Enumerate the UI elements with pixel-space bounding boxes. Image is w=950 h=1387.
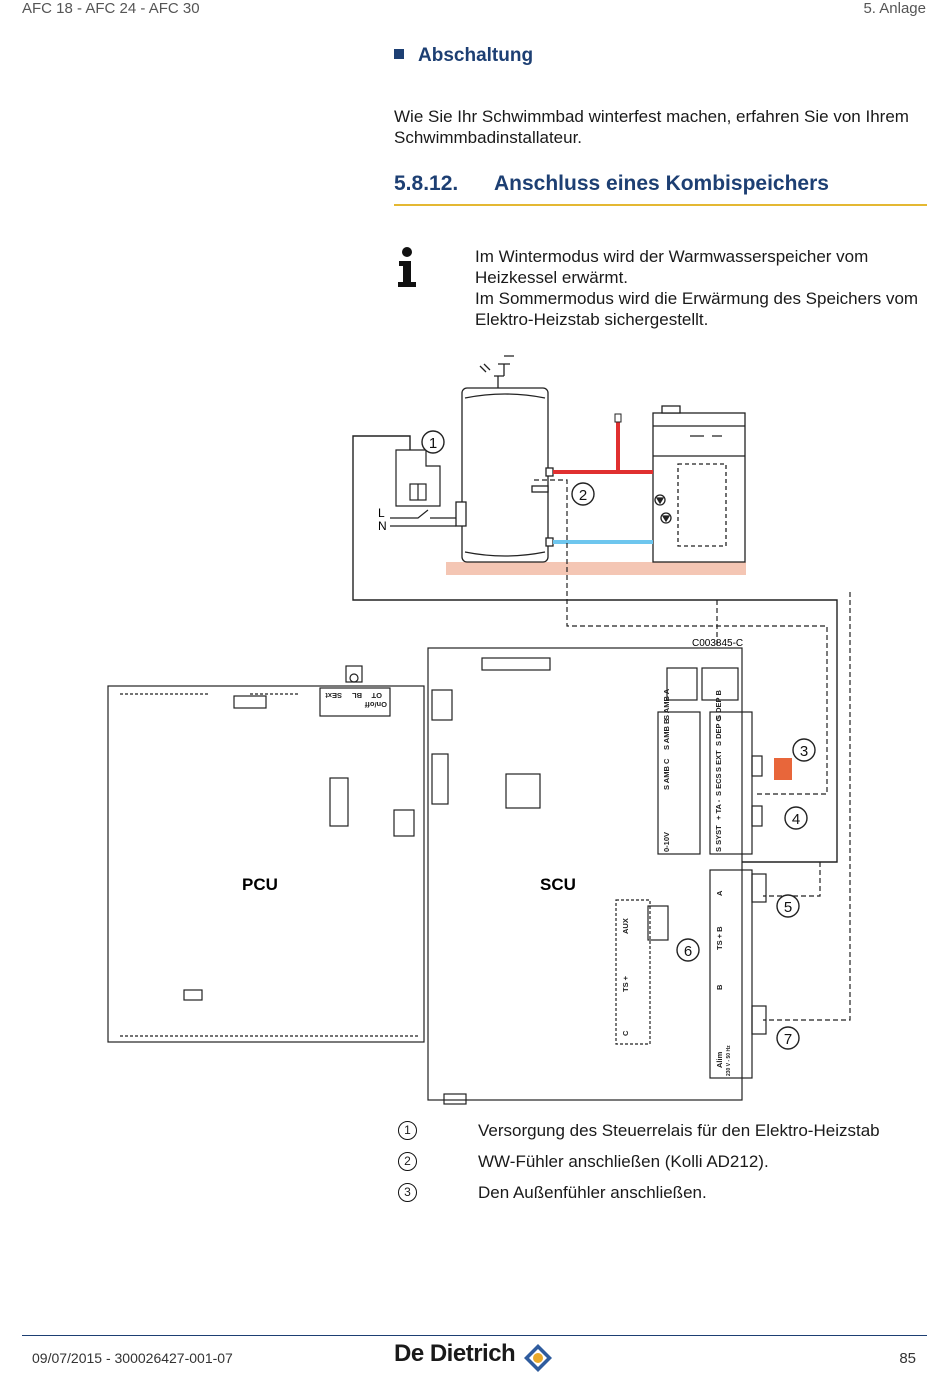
floor	[446, 562, 746, 575]
section-title: Abschaltung	[418, 45, 534, 66]
diagram-code: C003845-C	[692, 638, 743, 649]
footer-brand: De Dietrich	[394, 1340, 516, 1367]
callout-2	[571, 482, 595, 506]
terminal-ts-b: TS + B	[715, 926, 724, 950]
callout-3-label: 3	[800, 743, 808, 760]
header-document-title: AFC 18 - AFC 24 - AFC 30	[22, 0, 200, 17]
callout-5-label: 5	[784, 899, 792, 916]
boiler	[652, 405, 746, 563]
callout-3	[792, 738, 816, 762]
terminal-s-amb-b: S AMB B	[662, 718, 671, 750]
brand-logo-icon	[524, 1344, 552, 1372]
terminal-alim-voltage: 230 V - 50 Hz	[726, 1045, 732, 1076]
callout-6	[676, 938, 700, 962]
wiring-diagram: L N C003845-C PCU	[107, 355, 851, 1105]
terminal-ot: OT	[371, 691, 382, 700]
terminal-s-ecs: S ECS	[714, 773, 723, 796]
terminal-ta: + TA -	[714, 799, 723, 820]
terminal-s-dep-c: S DEP C	[714, 716, 723, 746]
callout-2-label: 2	[579, 487, 587, 504]
legend-text: Versorgung des Steuerrelais für den Elek…	[478, 1121, 880, 1140]
combi-tank	[455, 355, 554, 563]
subsection-title: Anschluss eines Kombispeichers	[494, 172, 829, 195]
footer-rule	[22, 1335, 927, 1336]
terminal-b-mixer: B	[715, 984, 724, 990]
info-line: Heizkessel erwärmt.	[475, 268, 629, 287]
subsection-rule	[394, 204, 927, 206]
section-heading: Abschaltung	[394, 45, 533, 67]
terminal-s-amb-a: S AMB A	[662, 688, 671, 720]
terminal-s-syst: S SYST	[714, 825, 723, 852]
terminal-aux: AUX	[621, 918, 630, 934]
footer-page-number: 85	[899, 1350, 916, 1367]
pcu-label: PCU	[242, 875, 278, 894]
legend-number: 1	[398, 1121, 417, 1140]
callout-5	[776, 894, 800, 918]
square-bullet-icon	[394, 49, 404, 59]
callout-7-label: 7	[784, 1031, 792, 1048]
legend-number: 3	[398, 1183, 417, 1202]
scu-board	[427, 647, 767, 1105]
section-text: Wie Sie Ihr Schwimmbad winterfest machen…	[394, 107, 909, 147]
legend-number: 2	[398, 1152, 417, 1171]
header-chapter: 5. Anlage	[863, 0, 926, 17]
pcu-board	[107, 665, 425, 1043]
terminal-0-10v: 0-10V	[662, 832, 671, 852]
legend-text: Den Außenfühler anschließen.	[478, 1183, 707, 1202]
terminal-alim: Alim	[715, 1051, 724, 1068]
control-relay	[390, 449, 456, 527]
terminal-sext: SExt	[325, 691, 342, 700]
footer-date-reference: 09/07/2015 - 300026427-001-07	[32, 1350, 233, 1366]
legend-text: WW-Fühler anschließen (Kolli AD212).	[478, 1152, 769, 1171]
info-line: Im Wintermodus wird der Warmwasserspeich…	[475, 247, 869, 266]
outdoor-sensor	[774, 758, 792, 780]
terminal-on-off: On/off	[364, 700, 387, 709]
terminal-ts-c: TS +	[621, 975, 630, 992]
terminal-s-ext: S EXT	[714, 750, 723, 772]
callout-7	[776, 1026, 800, 1050]
info-icon	[398, 247, 416, 287]
terminal-bl: BL	[352, 691, 362, 700]
label-n: N	[378, 519, 387, 533]
scu-label: SCU	[540, 875, 576, 894]
callout-4-label: 4	[792, 811, 800, 828]
terminal-c-mixer: C	[621, 1030, 630, 1036]
callout-1	[421, 430, 445, 454]
info-note: Im Wintermodus wird der Warmwasserspeich…	[475, 246, 935, 330]
terminal-pump-a: A	[715, 890, 724, 896]
callout-1-label: 1	[429, 435, 437, 452]
info-line: Elektro-Heizstab sichergestellt.	[475, 310, 709, 329]
terminal-s-dep-b: S DEP B	[714, 690, 723, 720]
label-l: L	[378, 506, 385, 520]
subsection-heading: 5.8.12. Anschluss eines Kombispeichers	[394, 172, 829, 196]
subsection-number: 5.8.12.	[394, 172, 459, 195]
callout-6-label: 6	[684, 943, 692, 960]
callout-4	[784, 806, 808, 830]
info-line: Im Sommermodus wird die Erwärmung des Sp…	[475, 289, 919, 308]
terminal-s-amb-c: S AMB C	[662, 758, 671, 790]
